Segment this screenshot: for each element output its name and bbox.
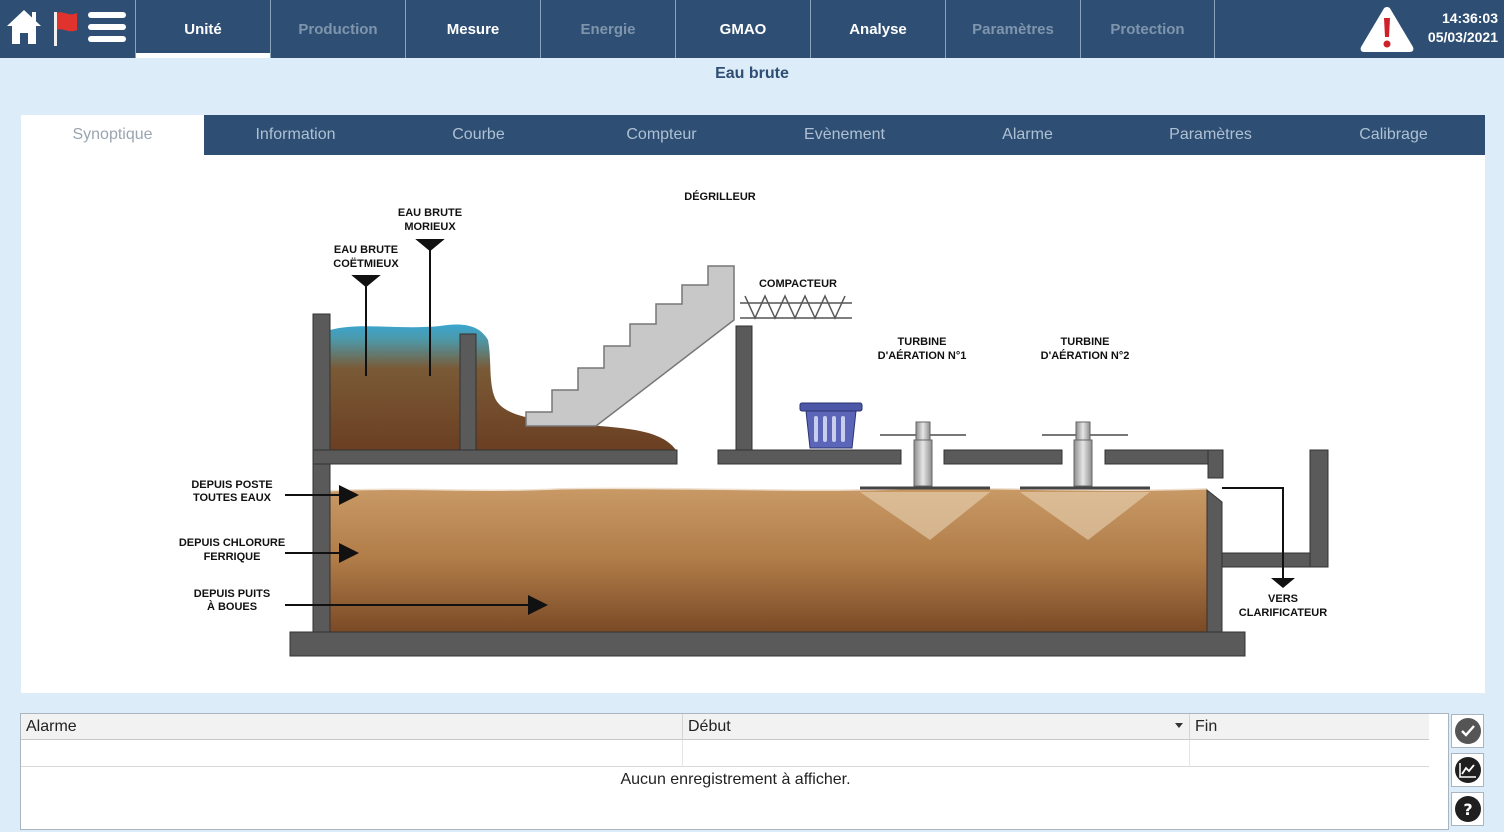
svg-text:?: ? — [1463, 800, 1472, 818]
trend-button[interactable] — [1451, 753, 1484, 787]
label-depuis-puits-1: DEPUIS PUITS — [194, 588, 270, 600]
main-tabs: Unité Production Mesure Energie GMAO Ana… — [135, 0, 1215, 58]
column-header-alarme[interactable]: Alarme — [21, 714, 683, 740]
sub-tabs: Synoptique Information Courbe Compteur E… — [21, 115, 1485, 155]
sort-desc-icon — [1175, 723, 1183, 728]
tab-production[interactable]: Production — [270, 0, 405, 58]
tab-parametres[interactable]: Paramètres — [945, 0, 1080, 58]
label-depuis-chlorure-1: DEPUIS CHLORURE — [179, 537, 285, 549]
home-button[interactable] — [4, 0, 44, 56]
label-eau-brute-coetmieux-2: COËTMIEUX — [333, 257, 399, 270]
clock-time: 14:36:03 — [1441, 10, 1498, 26]
menu-icon — [88, 12, 126, 42]
turbine-1 — [860, 421, 990, 490]
flag-icon — [54, 12, 77, 46]
label-turbine2-2: D'AÉRATION N°2 — [1041, 349, 1130, 362]
label-depuis-poste-2: TOUTES EAUX — [193, 492, 272, 504]
column-header-label: Alarme — [26, 718, 77, 735]
flag-button[interactable] — [48, 0, 82, 56]
turbine-2 — [1020, 421, 1150, 490]
label-eau-brute-morieux-2: MORIEUX — [404, 221, 456, 233]
tab-protection[interactable]: Protection — [1080, 0, 1215, 58]
inlet-pointers — [351, 239, 445, 376]
table-cell — [21, 740, 683, 767]
waste-bin — [799, 402, 863, 449]
clock-date: 05/03/2021 — [1427, 29, 1498, 45]
subtab-evenement[interactable]: Evènement — [804, 126, 885, 143]
alert-button[interactable] — [1358, 4, 1416, 54]
menu-button[interactable] — [86, 0, 130, 56]
label-eau-brute-morieux-1: EAU BRUTE — [398, 207, 462, 219]
stairs — [525, 265, 735, 427]
label-turbine1-1: TURBINE — [898, 336, 947, 348]
label-degrilleur: DÉGRILLEUR — [684, 190, 756, 203]
trend-chart-icon — [1454, 757, 1481, 783]
content-panel: Synoptique Information Courbe Compteur E… — [21, 115, 1485, 693]
synoptic-diagram: DÉGRILLEUR EAU BRUTE MORIEUX EAU BRUTE C… — [21, 155, 1485, 693]
table-cell — [683, 740, 1190, 767]
aeration-basin — [329, 486, 1208, 632]
column-header-label: Fin — [1195, 718, 1218, 735]
tab-analyse[interactable]: Analyse — [810, 0, 945, 58]
column-header-fin[interactable]: Fin — [1190, 714, 1429, 740]
alert-icon — [1360, 7, 1414, 52]
acknowledge-button[interactable] — [1451, 714, 1484, 748]
help-icon: ? — [1454, 796, 1481, 822]
subtab-compteur[interactable]: Compteur — [626, 126, 697, 143]
flow-arrows — [285, 485, 1295, 615]
empty-message: Aucun enregistrement à afficher. — [620, 771, 851, 788]
label-depuis-puits-2: À BOUES — [207, 600, 257, 613]
subtab-calibrage[interactable]: Calibrage — [1359, 126, 1428, 143]
check-icon — [1454, 718, 1481, 744]
subtab-synoptique[interactable]: Synoptique — [21, 115, 204, 155]
label-vers-2: CLARIFICATEUR — [1239, 607, 1327, 619]
alarm-table: Alarme Début Fin Aucun enregistrement à … — [20, 713, 1449, 830]
page-title: Eau brute — [715, 65, 789, 82]
concrete-structure — [289, 313, 1329, 657]
column-header-debut[interactable]: Début — [683, 714, 1190, 740]
label-eau-brute-coetmieux-1: EAU BRUTE — [334, 244, 398, 256]
label-depuis-poste-1: DEPUIS POSTE — [191, 479, 272, 491]
help-button[interactable]: ? — [1451, 792, 1484, 826]
top-navigation-bar: Unité Production Mesure Energie GMAO Ana… — [0, 0, 1504, 58]
label-turbine1-2: D'AÉRATION N°1 — [878, 349, 967, 362]
tab-unite[interactable]: Unité — [135, 0, 270, 58]
table-cell — [1190, 740, 1429, 767]
tab-energie[interactable]: Energie — [540, 0, 675, 58]
column-header-label: Début — [688, 718, 731, 735]
subtab-alarme[interactable]: Alarme — [1002, 126, 1053, 143]
clock: 14:36:03 05/03/2021 — [1428, 9, 1498, 47]
tab-mesure[interactable]: Mesure — [405, 0, 540, 58]
compactor — [740, 294, 852, 320]
subtab-parametres[interactable]: Paramètres — [1169, 126, 1252, 143]
label-compacteur: COMPACTEUR — [759, 278, 837, 290]
label-vers-1: VERS — [1268, 593, 1298, 605]
tab-gmao[interactable]: GMAO — [675, 0, 810, 58]
subtab-courbe[interactable]: Courbe — [452, 126, 505, 143]
inlet-chamber — [330, 324, 676, 450]
label-turbine2-1: TURBINE — [1061, 336, 1110, 348]
table-filter-row — [21, 740, 1429, 767]
home-icon — [7, 10, 41, 44]
label-depuis-chlorure-2: FERRIQUE — [204, 551, 261, 563]
alarm-table-header: Alarme Début Fin — [21, 714, 1429, 740]
subtab-information[interactable]: Information — [255, 126, 336, 143]
